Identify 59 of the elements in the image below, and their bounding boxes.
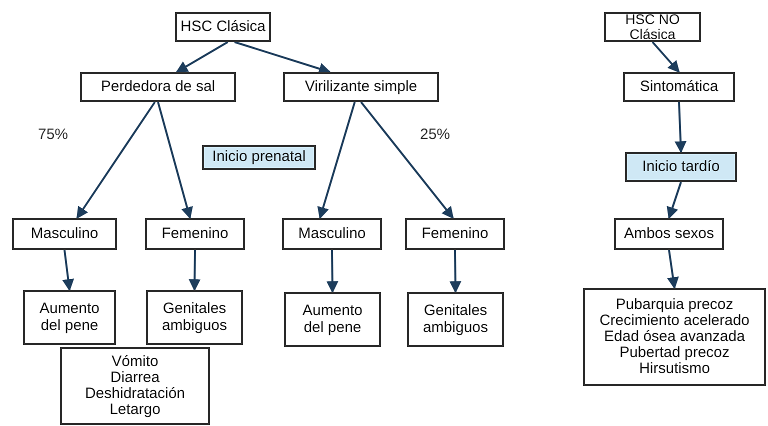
box-text: Vómito bbox=[112, 354, 158, 370]
percentage-label: 75% bbox=[38, 126, 68, 143]
arrow bbox=[188, 250, 201, 292]
process-box bbox=[60, 347, 210, 425]
box-text: Sintomática bbox=[640, 78, 718, 96]
box-text: Inicio prenatal bbox=[212, 149, 306, 166]
process-box bbox=[623, 72, 735, 102]
arrow bbox=[674, 102, 687, 154]
box-text: Deshidratación bbox=[84, 386, 186, 402]
box-text: Inicio tardío bbox=[642, 158, 720, 176]
box-text: HSC NO Clásica bbox=[624, 12, 681, 42]
box-text: Crecimiento acelerado bbox=[599, 312, 750, 329]
box-text: Letargo bbox=[110, 402, 160, 418]
box-text: Pubertad precoz bbox=[619, 345, 730, 362]
arrow bbox=[449, 250, 462, 294]
box-text: Ambos sexos bbox=[624, 226, 714, 242]
box-text: Pubarquia precoz bbox=[616, 296, 734, 313]
arrow bbox=[157, 102, 193, 220]
box-text: Hirsutismo bbox=[639, 361, 710, 378]
process-box bbox=[604, 12, 701, 42]
box-text: Femenino bbox=[422, 226, 488, 242]
arrow bbox=[76, 101, 156, 219]
process-box bbox=[284, 292, 381, 347]
box-text: Diarrea bbox=[110, 370, 160, 386]
box-text: Edad ósea avanzada bbox=[604, 328, 745, 346]
box-text: Femenino bbox=[162, 226, 228, 242]
arrow bbox=[667, 250, 679, 290]
box-text: Aumento del pene bbox=[301, 303, 364, 336]
box-text: Virilizante simple bbox=[304, 78, 418, 96]
arrow bbox=[326, 250, 338, 294]
process-box bbox=[80, 72, 236, 102]
box-text: Masculino bbox=[298, 226, 366, 242]
box-text: Genitales ambiguos bbox=[422, 303, 490, 336]
arrow bbox=[666, 182, 682, 220]
process-box bbox=[146, 290, 243, 345]
process-box bbox=[583, 288, 766, 386]
arrow bbox=[62, 250, 74, 292]
highlighted-box bbox=[625, 152, 737, 182]
process-box bbox=[405, 218, 505, 250]
process-box bbox=[12, 218, 117, 250]
arrow bbox=[360, 101, 454, 219]
percentage-label: 25% bbox=[420, 126, 450, 143]
box-text: Genitales ambiguos bbox=[160, 301, 228, 334]
process-box bbox=[23, 290, 116, 345]
process-box bbox=[175, 12, 271, 42]
arrow bbox=[176, 41, 228, 73]
box-text: Aumento del pene bbox=[38, 301, 101, 334]
process-box bbox=[282, 218, 382, 250]
process-box bbox=[145, 218, 245, 250]
box-text: Perdedora de sal bbox=[100, 78, 216, 96]
process-box bbox=[614, 218, 724, 250]
box-text: HSC Clásica bbox=[180, 18, 266, 36]
arrow bbox=[652, 41, 680, 73]
box-text: Masculino bbox=[30, 226, 98, 242]
process-box bbox=[407, 292, 504, 347]
arrow bbox=[317, 102, 356, 220]
highlighted-box bbox=[202, 145, 316, 170]
process-box bbox=[283, 72, 439, 102]
arrow bbox=[234, 41, 331, 74]
